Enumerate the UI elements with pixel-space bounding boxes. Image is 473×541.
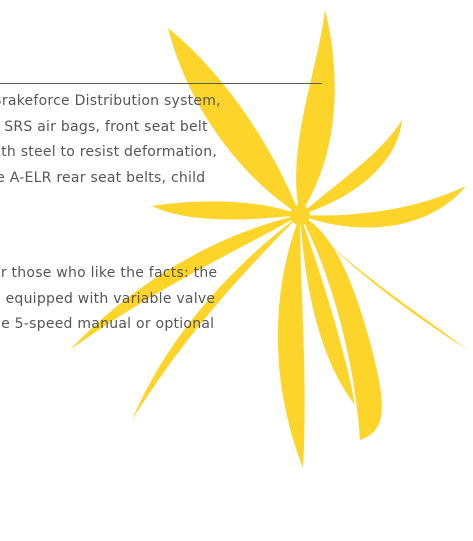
sun-petal-far-right bbox=[300, 215, 382, 440]
sun-petal-left bbox=[152, 201, 300, 220]
horizontal-divider bbox=[0, 83, 322, 84]
sun-petal-right bbox=[300, 186, 466, 228]
text-line: e equipped with variable valve bbox=[0, 290, 216, 307]
sun-petal-top bbox=[296, 10, 335, 215]
text-line: Brakeforce Distribution system, bbox=[0, 93, 221, 109]
text-line: he 5-speed manual or optional bbox=[0, 316, 215, 332]
paragraph-safety: Brakeforce Distribution system, s SRS ai… bbox=[0, 89, 221, 191]
paragraph-performance: or those who like the facts: the e equip… bbox=[0, 261, 217, 338]
sun-core bbox=[290, 205, 310, 225]
text-line: le A-ELR rear seat belts, child bbox=[0, 169, 206, 186]
text-line: s SRS air bags, front seat belt bbox=[0, 118, 208, 135]
sun-petal-bottom bbox=[277, 215, 305, 468]
text-line: gth steel to resist deformation, bbox=[0, 144, 218, 160]
text-line: or those who like the facts: the bbox=[0, 265, 218, 281]
sun-petal-upper-left bbox=[168, 28, 300, 215]
sun-petal-lower-right bbox=[300, 215, 355, 405]
